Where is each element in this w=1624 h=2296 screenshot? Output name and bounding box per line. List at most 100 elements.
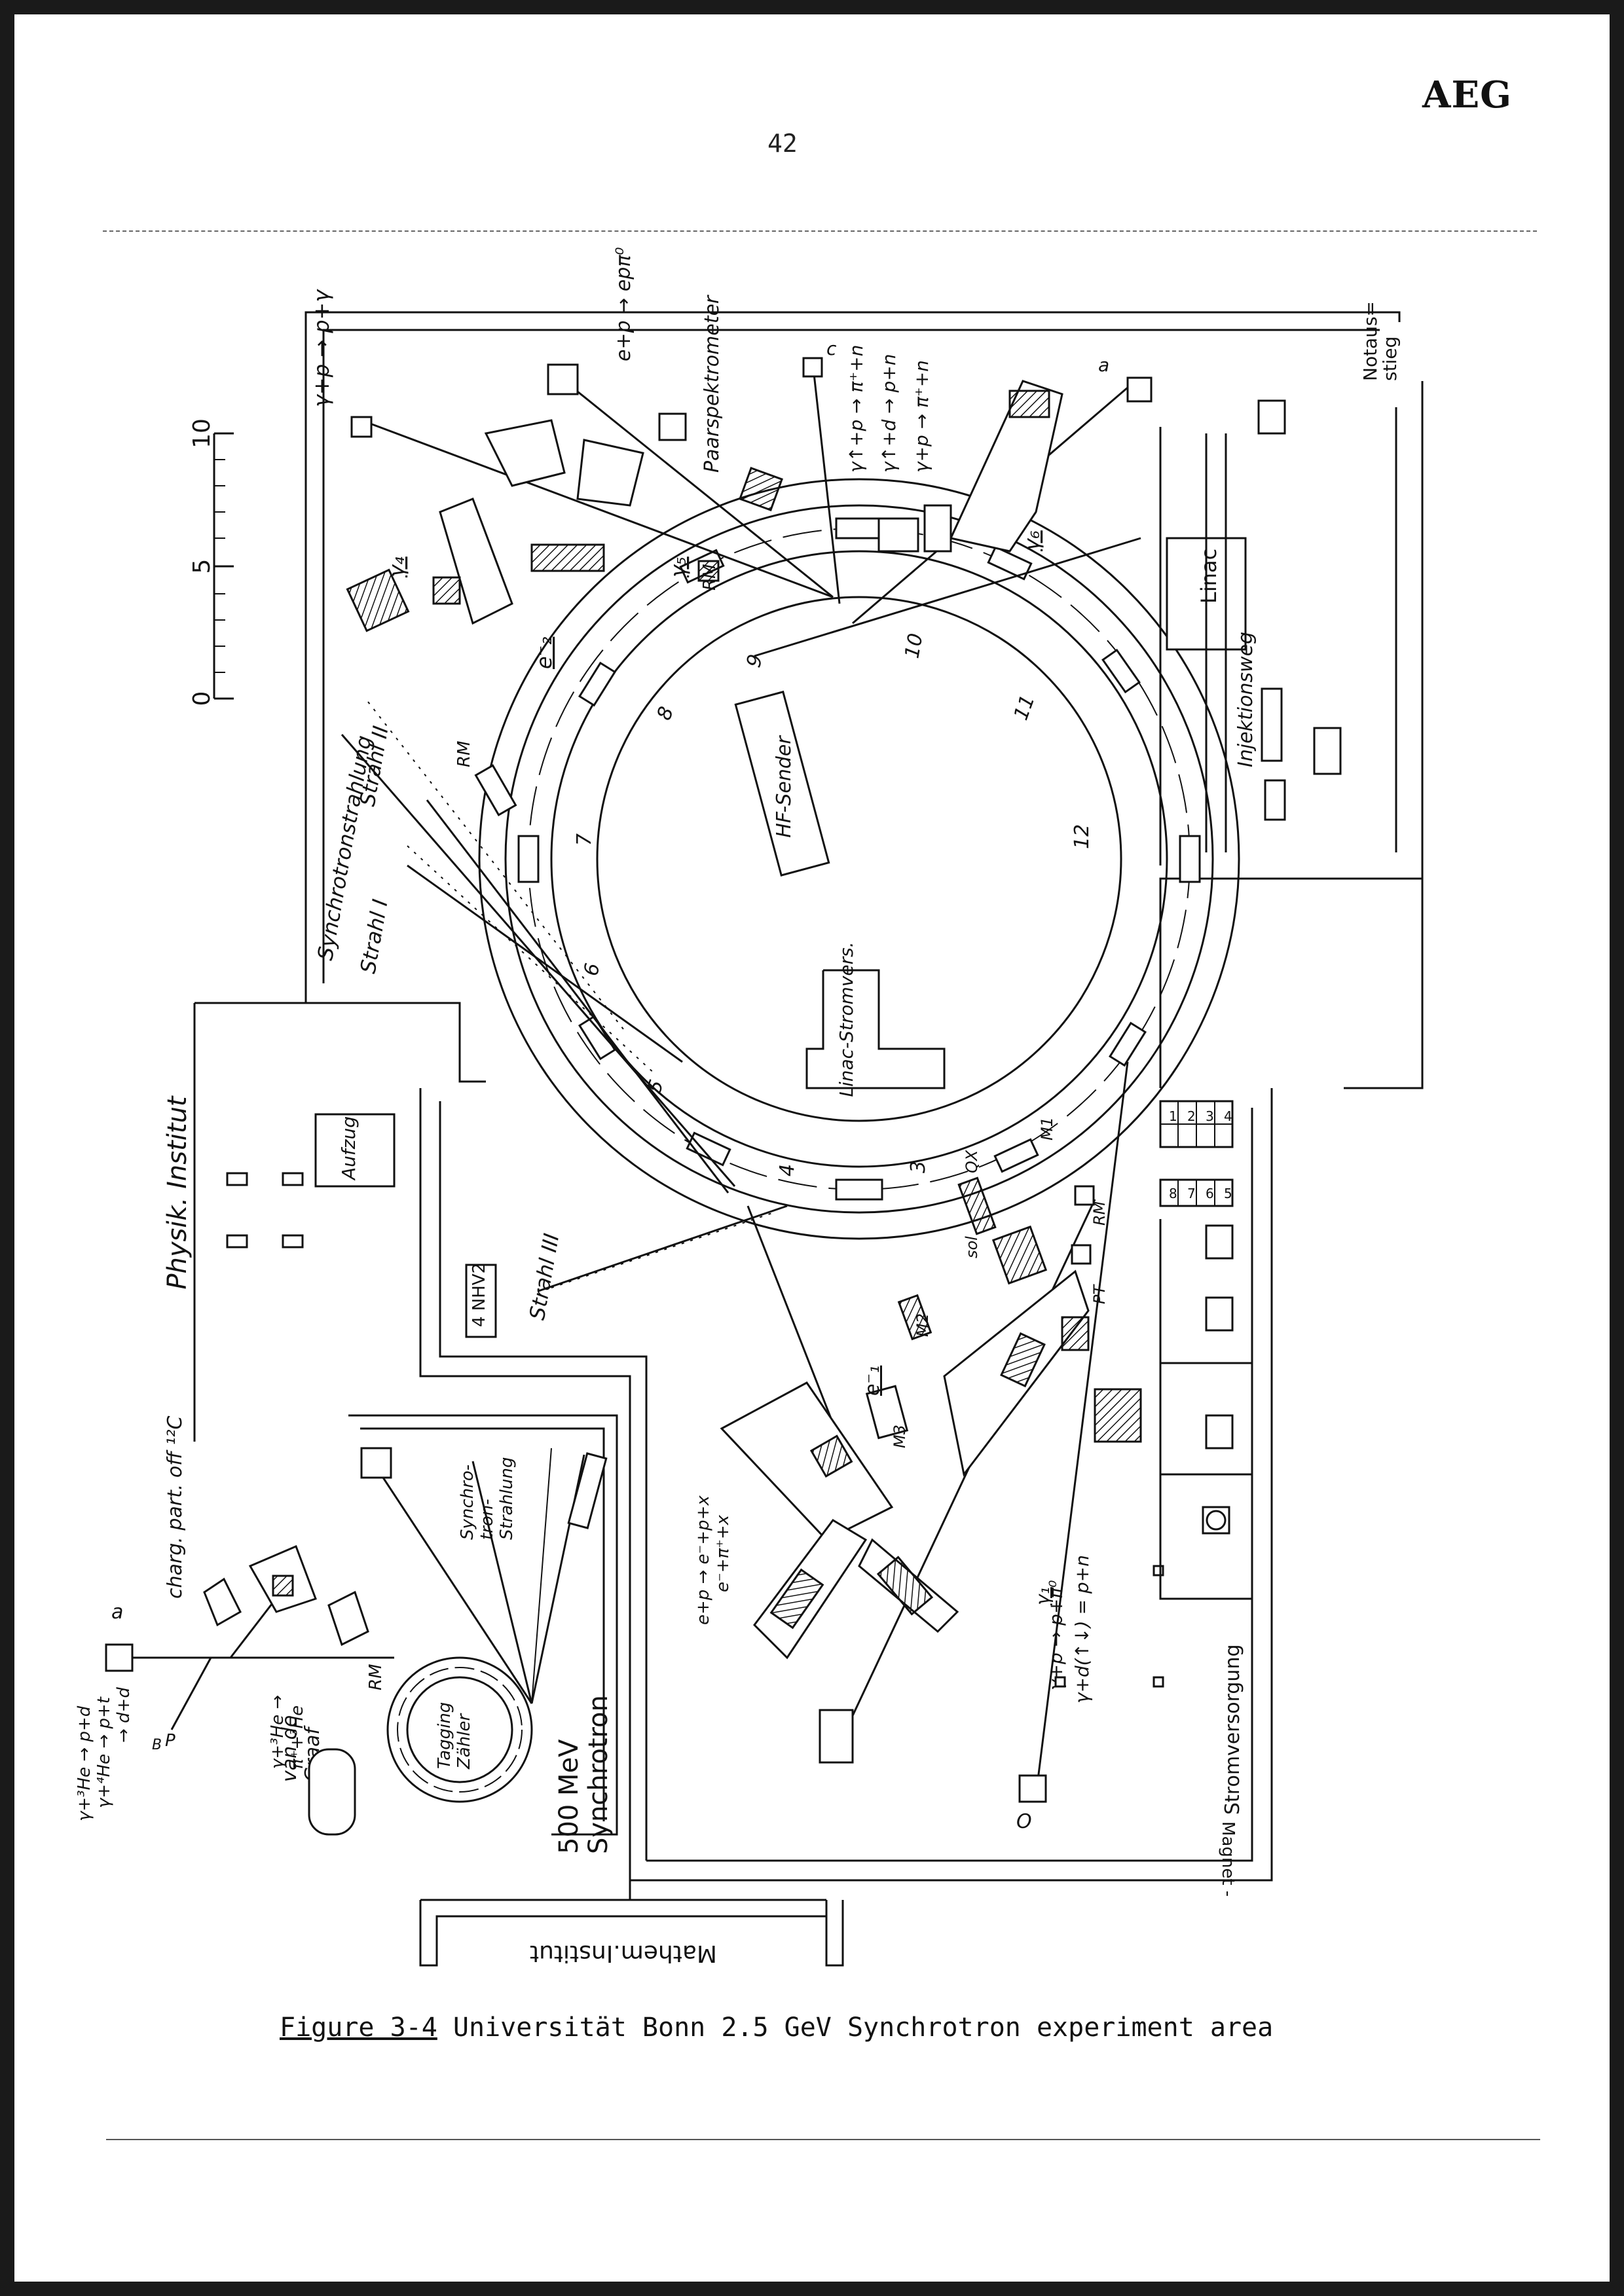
figure-title: Universität Bonn 2.5 GeV Synchrotron exp… [452,2013,1274,2043]
target-p-label: P [165,1731,175,1751]
ring-number-9: 9 [742,652,767,670]
rm-label-lower: RM [1090,1201,1109,1226]
sync-rad-label-1: Synchro- [458,1465,477,1540]
e2-reaction: e+p → epπ⁰ [612,247,635,361]
ring-number-3: 3 [907,1161,930,1173]
target-o-label-right: O [1016,1810,1032,1833]
sync-rad-label-3: Strahlung [497,1457,517,1540]
helium-reaction-1: γ+³He → p+d [75,1705,94,1821]
ring-number-11: 11 [1010,692,1040,723]
gamma5-label: γ₅ [666,556,691,577]
gamma6-reaction-2: γ↑+d → p+n [878,354,900,473]
e1-reaction-1: e+p → e⁻+p+x [693,1495,713,1625]
pair-spectrometer-label: Paarspektrometer [701,295,724,473]
pt-label: PT [1090,1284,1109,1304]
hf-sender-label: HF-Sender [773,735,796,838]
qx-label: QX [963,1150,981,1173]
helium-reaction-5: π⁺+³He [287,1705,307,1769]
e1-reaction-2: e⁻+π⁺+x [713,1514,733,1592]
building-walls [193,311,1424,1967]
ring-number-12: 12 [1071,824,1094,849]
physics-institute-area: Physik. Institut Aufzug 4 NHV2 [162,1095,497,1338]
van-de-graaf-label-1: van de [278,1715,301,1782]
scale-tick-10: 10 [189,418,215,448]
physics-institute-label: Physik. Institut [162,1095,193,1290]
ring-magnet-blocks [517,517,1201,1201]
linac-label: Linac [1196,549,1221,604]
linac-area: Linac Injektionsweg Notaus= stieg [1166,301,1401,852]
injection-path-label: Injektionsweg [1234,632,1257,767]
gamma1-label: γ₁ [1032,1587,1054,1605]
gamma6-reaction-3: γ+p → π⁺+n [911,360,932,473]
room-2: 2 [1187,1108,1196,1124]
ring-number-8: 8 [653,704,678,723]
synchrotron-radiation-beams: Synchrotronstrahlung Strahl I Strahl II … [312,701,788,1322]
upper-experiments: γ+p → p+γ γ₄ e+p → epπ⁰ e⁻₂ Paarspektrom… [309,247,1153,669]
m1-label-lower: M1 [1038,1117,1056,1140]
gamma6-label: γ₆ [1020,530,1044,551]
synchrotron-500-area: Tagging Zähler 500 MeV Synchrotron Synch… [278,1447,614,1854]
gamma4-reaction: γ+p → p+γ [309,289,334,407]
target-b-label: B [152,1737,162,1753]
scale-bar: 0 5 10 [189,418,234,706]
helium-experiment: a charg. part. off ¹²C γ+³He → p+d γ+⁴He… [75,1415,394,1821]
linac-power-label: Linac-Stromvers. [836,941,857,1097]
document-page: AEG 42 0 5 10 [14,14,1610,2282]
ring-number-10: 10 [900,632,927,661]
gamma4-label: γ₄ [384,556,409,577]
aeg-logo: AEG [1422,73,1512,117]
room-6: 6 [1206,1186,1214,1201]
bottom-rule [106,2139,1540,2140]
helium-reaction-3: → d+d [114,1687,134,1743]
emergency-exit-label-2: stieg [1379,337,1401,381]
tagging-label-1: Tagging [435,1702,454,1769]
gamma1-reaction-2: γ+d(↑↓) = p+n [1071,1555,1093,1704]
lower-experiments: O e⁻₁ e+p → e⁻+p+x e⁻+π⁺+x M2 M3 sol QX … [693,1061,1164,1833]
figure-caption: Figure 3-4 Universität Bonn 2.5 GeV Sync… [280,2013,1273,2043]
ring-number-6: 6 [580,962,604,978]
room-4: 4 [1224,1108,1232,1124]
magnet-label: Magnet - [1218,1821,1238,1897]
synchrotron-500-label-1: 500 MeV [554,1739,584,1854]
right-rooms: 1 2 3 4 8 7 6 5 Stromversorgung Magnet - [1159,1100,1252,1897]
helium-reaction-2: γ+⁴He → p+t [94,1696,114,1808]
synchrotron-floor-plan: 0 5 10 [75,247,1424,1967]
power-supply-label: Stromversorgung [1221,1644,1244,1815]
room-3: 3 [1206,1108,1214,1124]
e1-label: e⁻₁ [861,1366,884,1396]
charged-particle-label: charg. part. off ¹²C [164,1415,187,1599]
m3-label-lower: M3 [891,1425,909,1448]
gamma6-reaction-1: γ↑+p → π⁺+n [845,345,867,473]
sync-rad-label-2: tron- [477,1499,497,1540]
e2-label: e⁻₂ [532,636,557,669]
main-synchrotron-ring: 9 10 11 12 3 4 5 6 7 8 [478,478,1240,1240]
rm-label-left: RM [454,741,474,768]
page-number: 42 [767,129,798,158]
room-7: 7 [1187,1186,1196,1201]
scale-tick-0: 0 [189,691,215,706]
room-8: 8 [1169,1186,1177,1201]
scale-tick-5: 5 [189,559,215,574]
emergency-exit-label-1: Notaus= [1359,301,1381,381]
sol-label: sol [963,1236,981,1258]
target-c-label: c [826,338,837,359]
m2-label-lower: M2 [913,1313,932,1337]
helium-reaction-4: γ+³He → [268,1695,287,1769]
target-a-label-right: a [1098,354,1109,376]
gamma1-reaction-1: γ+p → p+π⁰ [1045,1580,1067,1690]
synchrotron-500-label-2: Synchrotron [583,1695,614,1854]
inner-rooms: HF-Sender Linac-Stromvers. [734,690,946,1097]
top-rule [103,230,1537,232]
room-1: 1 [1169,1108,1177,1124]
rm-label-gamma5: RM [700,564,720,591]
rm-label-500: RM [366,1664,386,1691]
room-5: 5 [1224,1186,1232,1201]
tagging-label-2: Zähler [454,1713,474,1770]
beam-1-label: Strahl I [356,897,393,975]
beam-3-label: Strahl III [525,1231,564,1322]
ring-number-7: 7 [573,833,596,846]
ring-number-4: 4 [776,1164,799,1176]
elevator-label: Aufzug [338,1116,360,1181]
nhv2-label: 4 NHV2 [470,1263,489,1327]
figure-label: Figure 3-4 [280,2013,437,2043]
